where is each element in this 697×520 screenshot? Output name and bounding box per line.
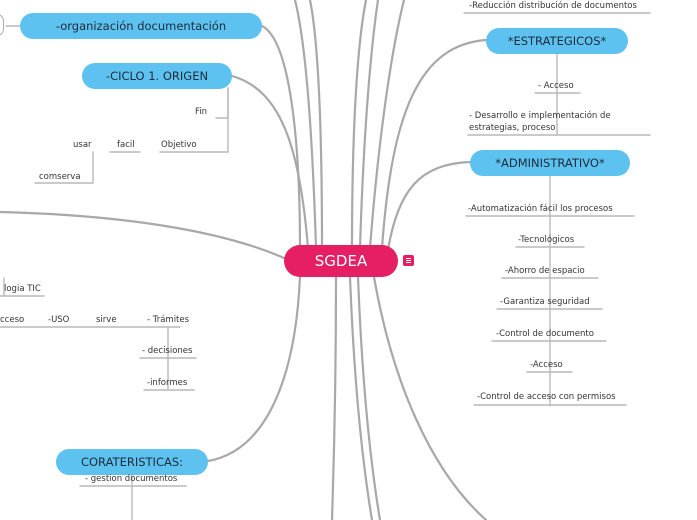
topic-objetivo[interactable]: Objetivo bbox=[161, 140, 197, 150]
topic-comserva[interactable]: comserva bbox=[39, 172, 81, 182]
notes-icon[interactable] bbox=[403, 255, 414, 266]
topic-acceso-left[interactable]: cceso bbox=[0, 315, 25, 325]
topic-uso[interactable]: -USO bbox=[48, 315, 70, 325]
topic-automatizacion[interactable]: -Automatización fácil los procesos bbox=[468, 204, 613, 214]
connector-caracteristicas bbox=[206, 274, 302, 463]
topic-sirve[interactable]: sirve bbox=[96, 315, 117, 325]
central-topic[interactable]: SGDEA bbox=[284, 245, 398, 277]
connector-bottom-c bbox=[356, 275, 382, 520]
topic-ahorro-espacio[interactable]: -Ahorro de espacio bbox=[505, 266, 585, 276]
topic-acceso-estrategico[interactable]: - Acceso bbox=[538, 81, 574, 91]
connector-ciclo bbox=[230, 74, 310, 250]
topic-informes[interactable]: -informes bbox=[147, 378, 188, 388]
topic-desarrollo-line1[interactable]: - Desarrollo e implementación de bbox=[469, 111, 611, 121]
branch-organizacion[interactable]: -organización documentación bbox=[20, 13, 262, 39]
topic-reduccion-distribucion[interactable]: -Reducción distribución de documentos bbox=[469, 1, 637, 11]
branch-caracteristicas[interactable]: CORATERISTICAS: bbox=[56, 449, 208, 475]
topic-control-documento[interactable]: -Control de documento bbox=[496, 329, 594, 339]
connector-left-long bbox=[0, 210, 286, 260]
connector-organizacion bbox=[260, 24, 302, 250]
connector-top-d bbox=[358, 0, 380, 250]
connector-estrategicos bbox=[380, 38, 488, 250]
topic-facil[interactable]: facil bbox=[117, 140, 135, 150]
branch-ciclo-origen[interactable]: -CICLO 1. ORIGEN bbox=[82, 63, 232, 89]
topic-desarrollo-line2[interactable]: estrategias, proceso bbox=[469, 123, 556, 133]
topic-usar[interactable]: usar bbox=[73, 140, 92, 150]
connector-bottom-a bbox=[330, 275, 338, 520]
topic-tecnologicos[interactable]: -Tecnológicos bbox=[518, 235, 575, 245]
topic-tecnologia-tic[interactable]: logia TIC bbox=[4, 284, 41, 294]
branch-administrativo[interactable]: *ADMINISTRATIVO* bbox=[470, 150, 630, 176]
connector-top-a bbox=[293, 0, 318, 250]
topic-garantiza-seguridad[interactable]: -Garantiza seguridad bbox=[500, 297, 590, 307]
connector-bottom-b bbox=[348, 275, 374, 520]
topic-control-acceso-permisos[interactable]: -Control de acceso con permisos bbox=[477, 392, 616, 402]
connector-top-e bbox=[368, 0, 406, 250]
connector-bottom-d bbox=[372, 275, 488, 520]
topic-decisiones[interactable]: - decisiones bbox=[142, 346, 193, 356]
topic-tramites[interactable]: - Trámites bbox=[147, 315, 190, 325]
connector-top-b bbox=[308, 0, 324, 250]
connector-top-c bbox=[350, 0, 368, 250]
connector-administrativo bbox=[386, 160, 472, 252]
topic-fin[interactable]: Fin bbox=[195, 107, 208, 117]
topic-acceso-admin[interactable]: -Acceso bbox=[530, 360, 563, 370]
branch-estrategicos[interactable]: *ESTRATEGICOS* bbox=[486, 28, 628, 54]
topic-gestion-documentos[interactable]: - gestion documentos bbox=[85, 474, 178, 484]
